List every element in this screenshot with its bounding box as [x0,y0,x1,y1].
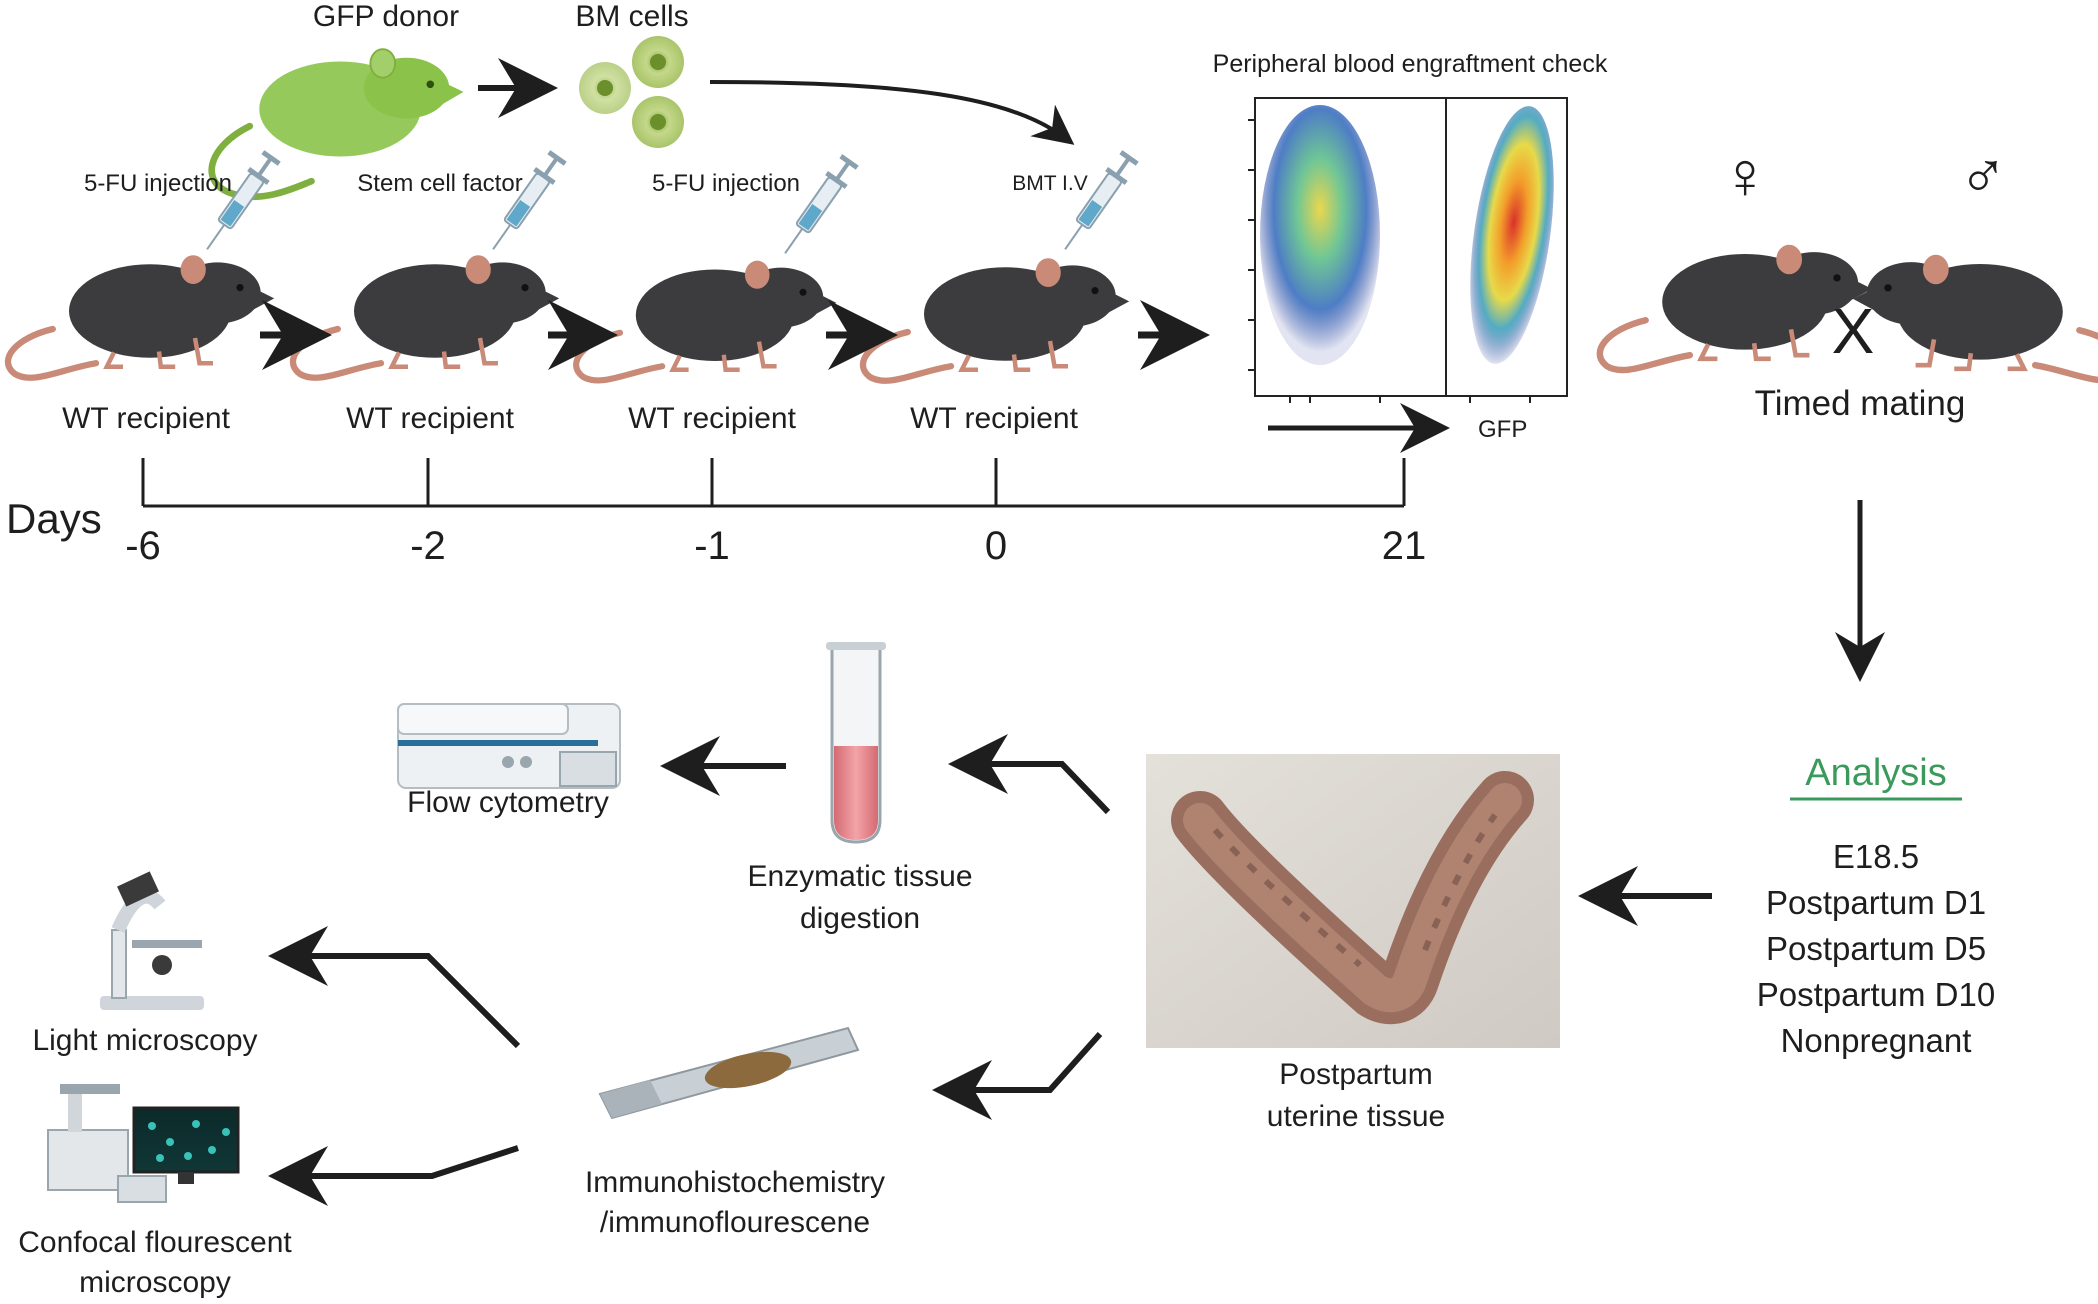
cross-symbol: X [1831,295,1875,367]
analysis-timepoint-3: Postpartum D5 [1765,930,1987,967]
injection-label-3: 5-FU injection [651,170,801,197]
recipient-label-4: WT recipient [910,402,1078,435]
tissue-label-line2: uterine tissue [1266,1100,1446,1133]
male-mouse [1853,255,2098,380]
injection-label-1: 5-FU injection [83,170,233,197]
microscope-slide-icon [598,1026,860,1120]
arrow-tissue-to-digestion [948,734,1111,815]
injection-label-4: BMT I.V [1012,172,1088,195]
male-symbol-icon: ♂ [1958,138,2008,212]
flow-cytometer-icon [397,703,621,789]
gfp-axis-label: GFP [1478,416,1528,443]
syringe-icon-2 [482,148,570,258]
enzymatic-label-line1: Enzymatic tissue [747,860,973,893]
bm-cells-label: BM cells [575,0,689,33]
injection-label-2: Stem cell factor [357,170,523,197]
analysis-timepoint-2: Postpartum D1 [1765,884,1987,921]
syringe-icon-4 [1054,148,1142,258]
days-axis-label: Days [6,495,102,542]
recipient-label-2: WT recipient [346,402,514,435]
days-timeline [141,458,1406,508]
recipient-label-3: WT recipient [628,402,796,435]
day-tick-5: 21 [1381,524,1427,568]
confocal-label-line2: microscopy [79,1266,231,1299]
recipient-mouse-4 [863,258,1129,381]
analysis-timepoint-4: Postpartum D10 [1756,976,1996,1013]
analysis-timepoint-1: E18.5 [1832,838,1920,875]
gfp-donor-label: GFP donor [312,0,460,33]
ihc-label-line2: /immunoflourescene [599,1206,871,1239]
confocal-microscope-icon [47,1084,240,1203]
analysis-timepoint-5: Nonpregnant [1780,1022,1972,1059]
light-microscopy-label: Light microscopy [32,1024,258,1057]
day-tick-3: -1 [694,524,730,568]
day-tick-1: -6 [125,524,161,568]
day-tick-2: -2 [410,524,446,568]
bm-cells-icon [579,36,684,148]
recipient-mouse-2 [293,255,559,378]
engraftment-dot-plot [1248,97,1568,403]
light-microscope-icon [100,871,204,1010]
day-tick-4: 0 [984,524,1008,568]
timed-mating-label: Timed mating [1754,384,1966,423]
uterine-tissue-photo [1146,754,1560,1048]
test-tube-icon [826,642,886,844]
ihc-label-line1: Immunohistochemistry [584,1166,886,1199]
engraftment-check-label: Peripheral blood engraftment check [1212,50,1608,78]
recipient-mouse-3 [576,261,836,381]
enzymatic-label-line2: digestion [799,902,921,935]
flow-cytometry-label: Flow cytometry [407,786,609,819]
gfp-donor-mouse [208,48,464,201]
recipient-label-1: WT recipient [62,402,230,435]
analysis-title: Analysis [1805,752,1947,794]
arrow-to-confocal [268,1145,519,1206]
recipient-mouse-1 [8,255,274,378]
arrow-to-light-microscopy [268,926,521,1049]
confocal-label-line1: Confocal flourescent [18,1226,292,1259]
tissue-label-line1: Postpartum [1279,1058,1433,1091]
female-symbol-icon: ♀ [1720,138,1770,212]
arrow-tissue-to-ihc [932,1032,1103,1120]
arrow-cells-to-bmt [709,80,1075,145]
